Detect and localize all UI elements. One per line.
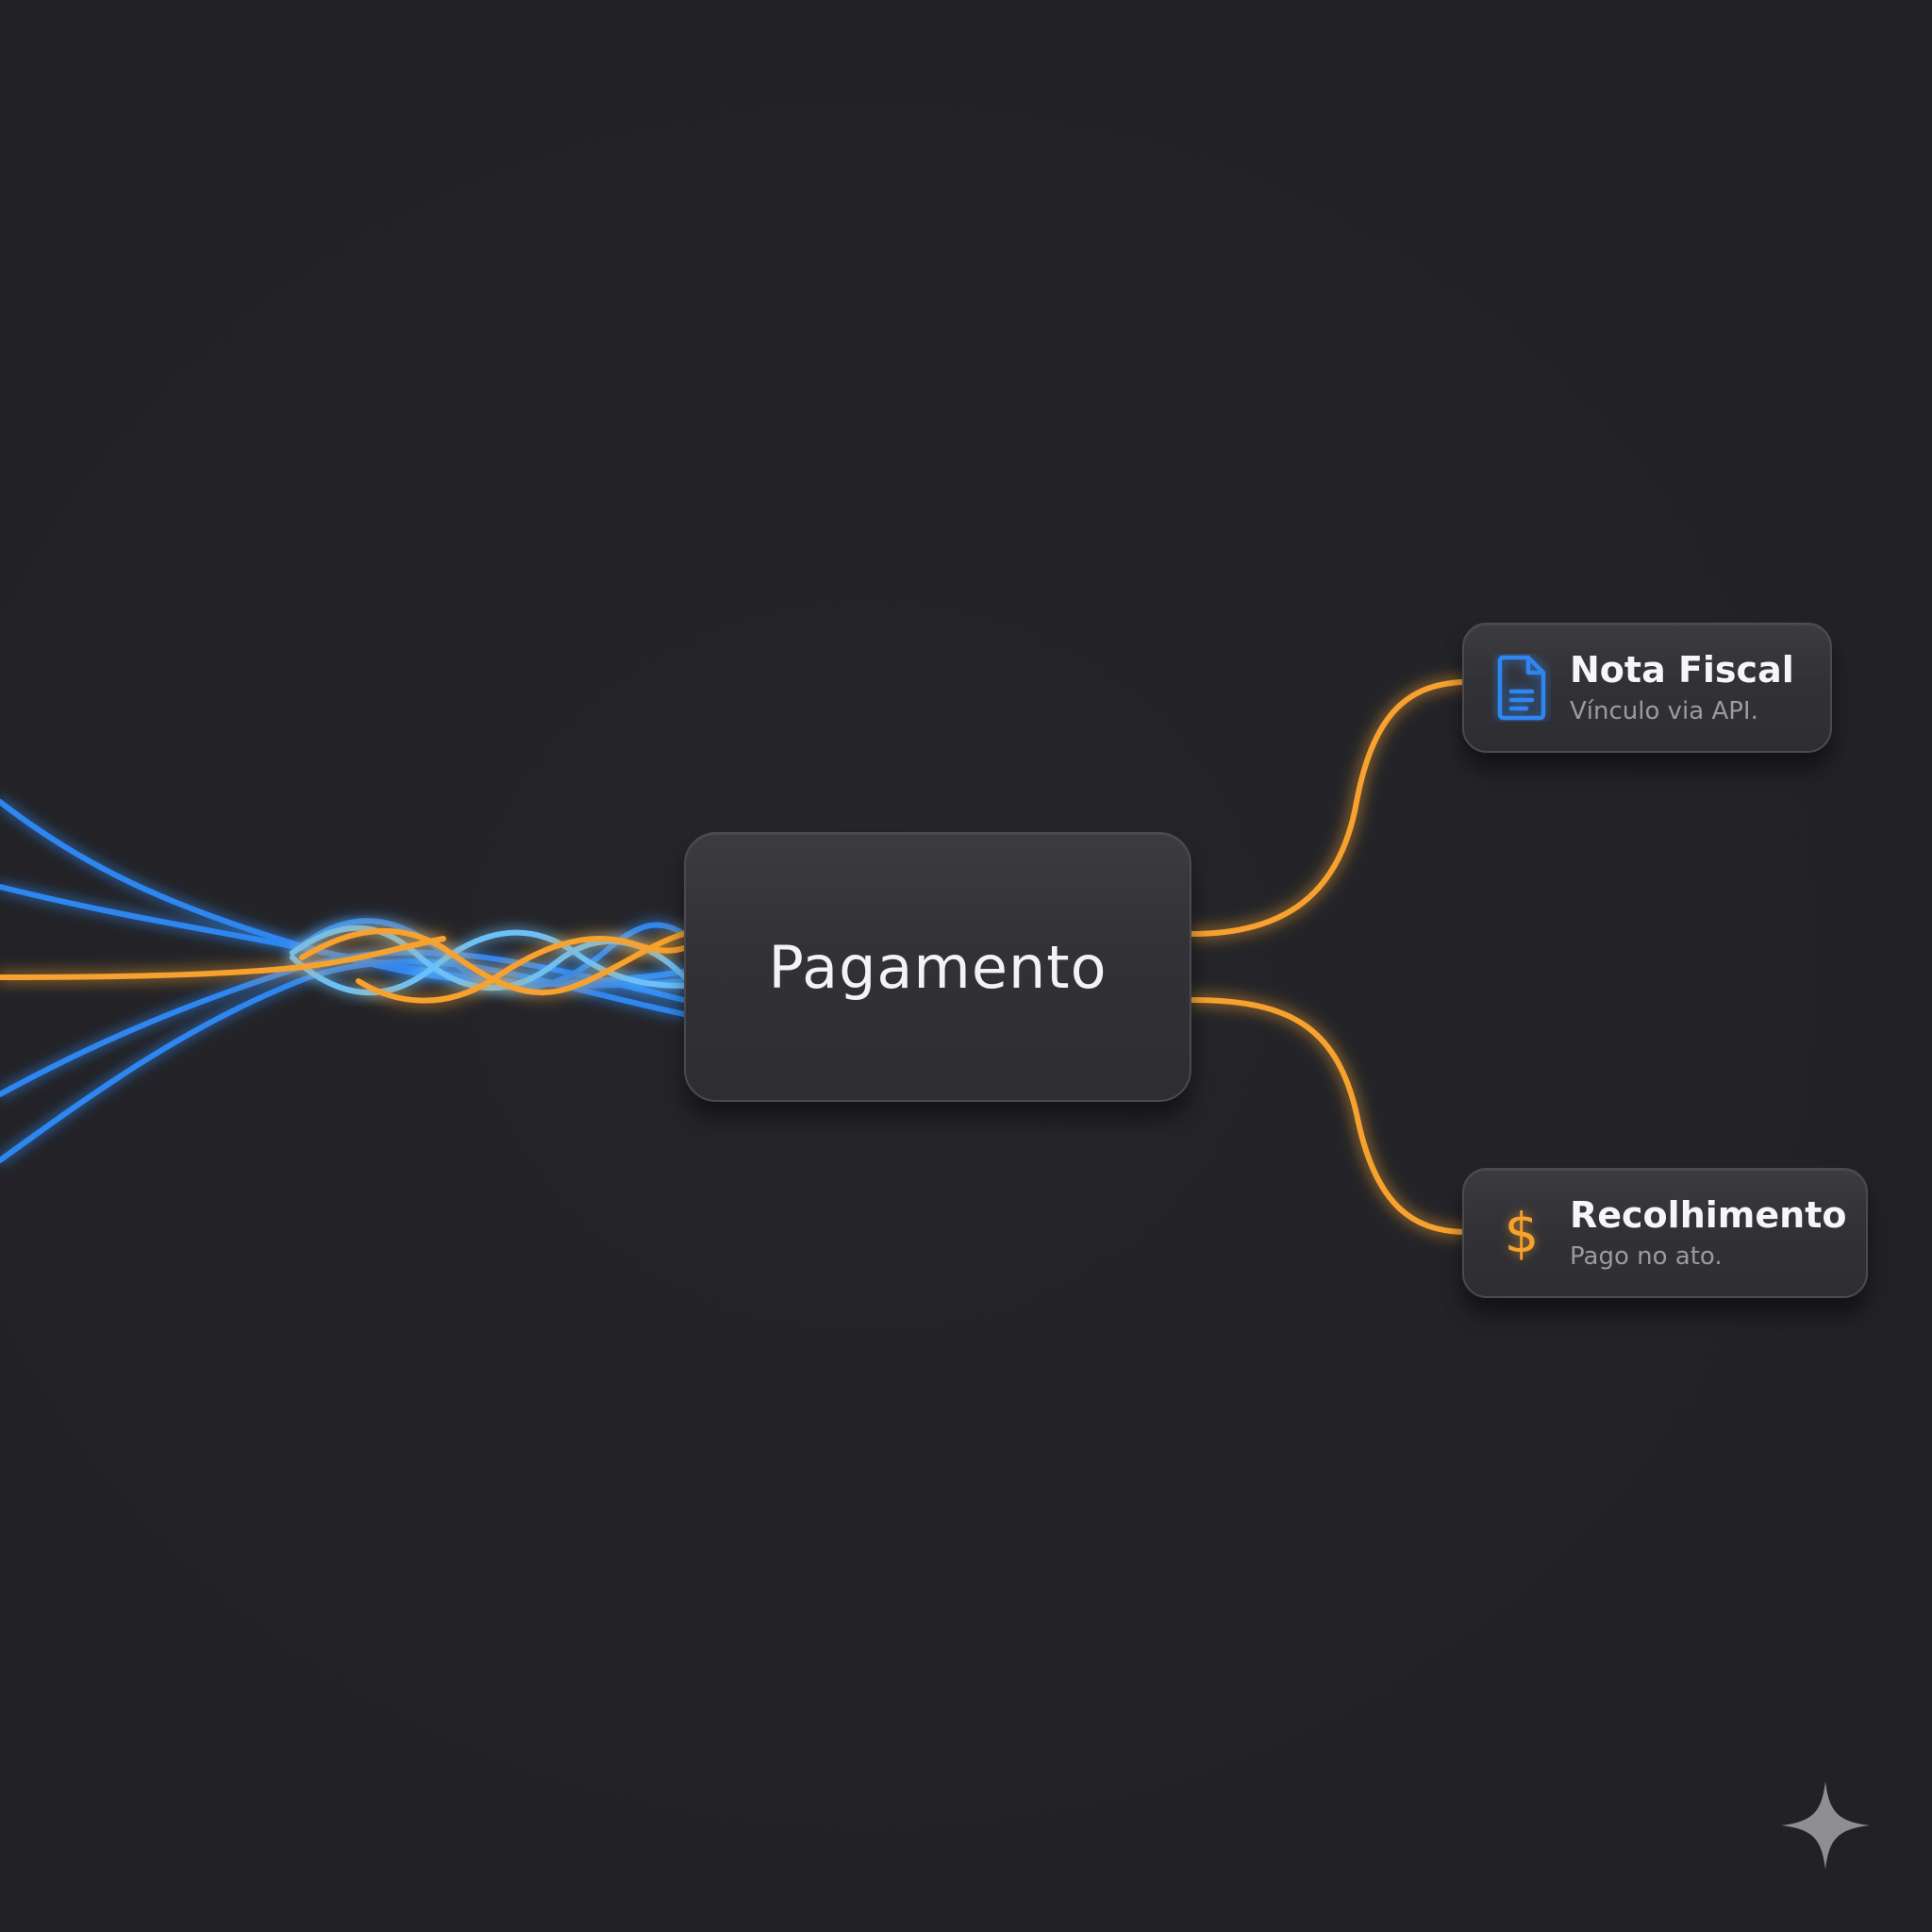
- recolhimento-title: Recolhimento: [1570, 1194, 1847, 1237]
- orange-lines: [0, 679, 1467, 1235]
- branch-to-nota-fiscal: [1189, 679, 1467, 937]
- nota-fiscal-title: Nota Fiscal: [1570, 649, 1794, 691]
- nota-fiscal-subtitle: Vínculo via API.: [1570, 696, 1758, 725]
- blue-line-4: [0, 958, 687, 1163]
- orange-strand-2: [356, 935, 687, 1004]
- nota-fiscal-card[interactable]: Nota Fiscal Vínculo via API.: [1462, 623, 1832, 753]
- blue-line-3: [0, 949, 687, 1097]
- light-blue-strand-2: [290, 929, 687, 996]
- document-icon: [1485, 651, 1558, 724]
- orange-strand-1: [299, 927, 687, 996]
- orange-incoming-line: [0, 936, 446, 980]
- pagamento-label: Pagamento: [768, 932, 1108, 1002]
- dollar-glyph: $: [1504, 1201, 1540, 1265]
- dollar-icon: $: [1485, 1196, 1558, 1270]
- recolhimento-subtitle: Pago no ato.: [1570, 1241, 1723, 1271]
- sparkle-icon: [1780, 1780, 1871, 1871]
- pagamento-node[interactable]: Pagamento: [684, 832, 1191, 1102]
- recolhimento-card[interactable]: $ Recolhimento Pago no ato.: [1462, 1168, 1868, 1298]
- branch-to-recolhimento: [1189, 997, 1467, 1235]
